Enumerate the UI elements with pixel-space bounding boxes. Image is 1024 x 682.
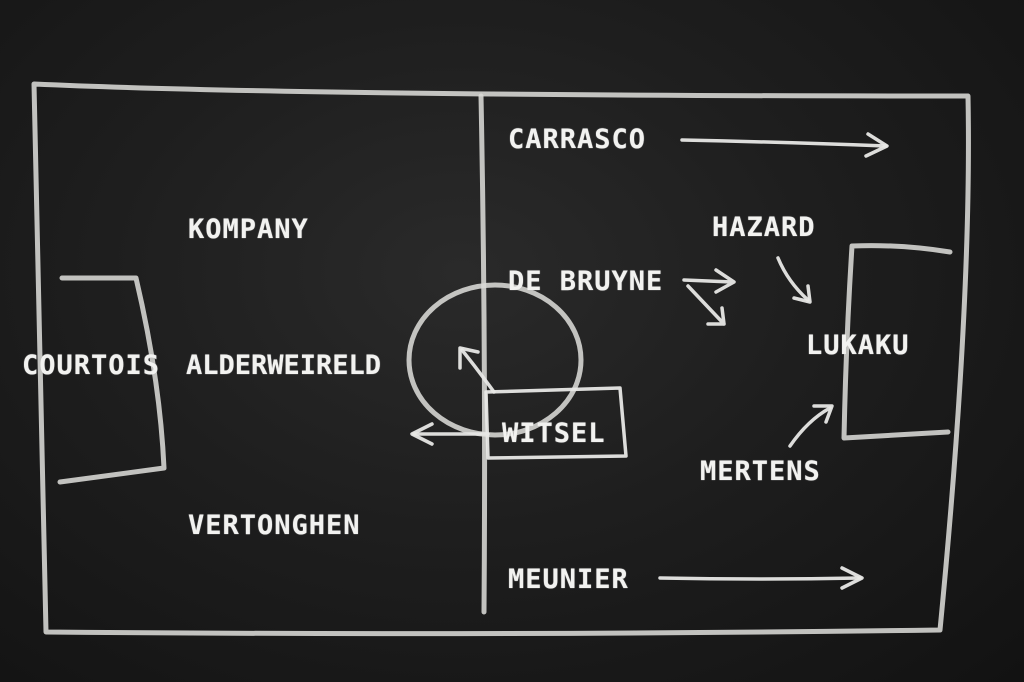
player-hazard: HAZARD [712, 212, 816, 243]
player-alderweireld: ALDERWEIRELD [186, 350, 382, 381]
arrow-witsel-up [458, 346, 496, 394]
player-lukaku: LUKAKU [806, 330, 910, 361]
player-courtois: COURTOIS [22, 350, 161, 381]
arrow-carrasco [680, 132, 889, 158]
player-mertens: MERTENS [700, 456, 821, 487]
player-de-bruyne: DE BRUYNE [508, 266, 664, 297]
halfway-line [478, 93, 488, 615]
player-kompany: KOMPANY [188, 214, 309, 245]
player-vertonghen: VERTONGHEN [188, 510, 361, 541]
right-goal-box [841, 243, 953, 441]
left-goal-box [57, 275, 167, 485]
arrow-de-bruyne [682, 268, 736, 326]
arrow-witsel-left [410, 422, 490, 446]
arrow-meunier [658, 566, 864, 590]
player-carrasco: CARRASCO [508, 124, 647, 155]
player-witsel: WITSEL [502, 418, 606, 449]
witsel-box [484, 386, 628, 460]
arrow-mertens [788, 404, 834, 448]
player-meunier: MEUNIER [508, 564, 629, 595]
center-circle [406, 282, 584, 438]
pitch-outline [31, 81, 971, 637]
arrow-hazard [776, 256, 812, 304]
